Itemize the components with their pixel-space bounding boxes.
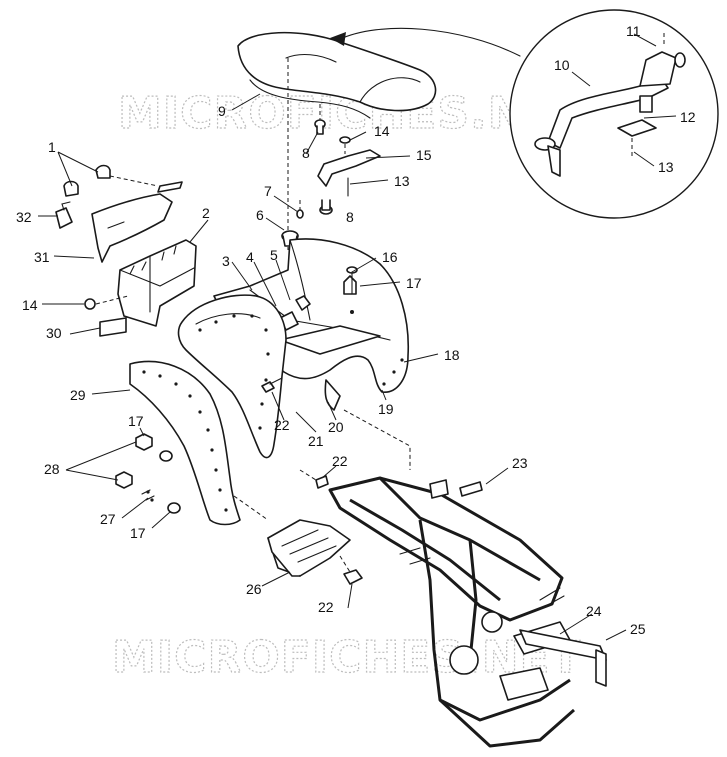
detail-arrow <box>337 27 521 57</box>
fender-flare <box>129 360 241 526</box>
detail-arrowhead <box>330 32 346 46</box>
callout-17a: 17 <box>406 275 422 291</box>
callout-22a: 22 <box>274 417 290 433</box>
callout-14a: 14 <box>374 123 390 139</box>
callout-20: 20 <box>328 419 344 435</box>
callout-11: 11 <box>626 23 641 39</box>
callout-29: 29 <box>70 387 86 403</box>
callout-3: 3 <box>222 253 230 269</box>
callout-10: 10 <box>554 57 570 73</box>
callout-21: 21 <box>308 433 324 449</box>
storage-box <box>84 239 197 337</box>
taillight-assembly <box>55 164 183 263</box>
callout-14b: 14 <box>22 297 38 313</box>
bolt-23 <box>459 481 483 497</box>
callout-4: 4 <box>246 249 254 265</box>
callout-24: 24 <box>586 603 602 619</box>
callout-16: 16 <box>382 249 398 265</box>
callout-27: 27 <box>100 511 116 527</box>
callout-15: 15 <box>416 147 432 163</box>
left-fender <box>177 294 287 459</box>
callout-28: 28 <box>44 461 60 477</box>
callout-13a: 13 <box>658 159 674 175</box>
fasteners-left <box>115 433 181 514</box>
callout-7: 7 <box>264 183 272 199</box>
callout-30: 30 <box>46 325 62 341</box>
callout-9: 9 <box>218 103 226 119</box>
callout-22b: 22 <box>332 453 348 469</box>
callout-17c: 17 <box>130 525 146 541</box>
rear-plate <box>595 649 607 687</box>
callout-25: 25 <box>630 621 646 637</box>
callout-labels: 1 2 3 4 5 6 7 8 8 9 10 11 12 13 13 14 14… <box>16 23 696 637</box>
callout-31: 31 <box>34 249 50 265</box>
callout-6: 6 <box>256 207 264 223</box>
callout-1: 1 <box>48 139 56 155</box>
callout-23: 23 <box>512 455 528 471</box>
callout-2: 2 <box>202 205 210 221</box>
callout-18: 18 <box>444 347 460 363</box>
callout-32: 32 <box>16 209 32 225</box>
callout-17b: 17 <box>128 413 144 429</box>
callout-13b: 13 <box>394 173 410 189</box>
callout-22c: 22 <box>318 599 334 615</box>
callout-12: 12 <box>680 109 696 125</box>
callout-8a: 8 <box>302 145 310 161</box>
callout-8b: 8 <box>346 209 354 225</box>
callout-19: 19 <box>378 401 394 417</box>
callout-leaders <box>38 33 677 641</box>
detail-circle <box>509 9 719 219</box>
callout-5: 5 <box>270 247 278 263</box>
callout-26: 26 <box>246 581 262 597</box>
footrest <box>267 519 363 585</box>
seat-bracket <box>314 119 381 215</box>
chassis-frame <box>328 476 575 748</box>
